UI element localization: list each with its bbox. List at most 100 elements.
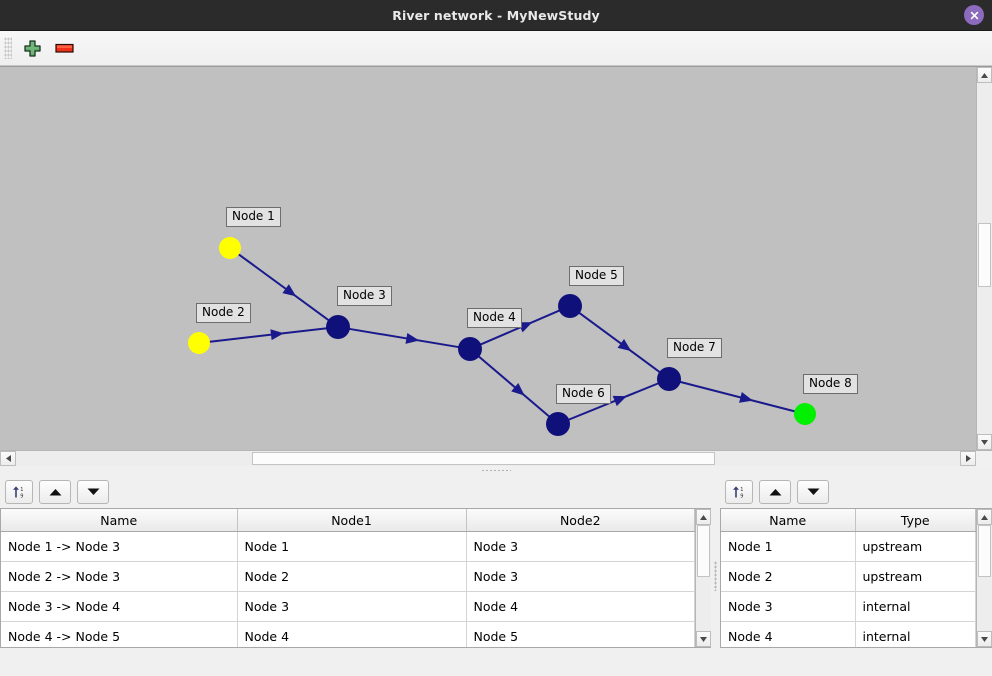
reaches-scroll-up-arrow-icon[interactable] [696, 509, 711, 525]
reaches-col-name[interactable]: Name [1, 509, 238, 532]
table-cell[interactable]: Node 3 [466, 531, 695, 562]
canvas-vscroll-track[interactable] [977, 83, 992, 434]
nodes-sort-button[interactable]: 1 9 [725, 479, 753, 504]
reaches-move-up-button[interactable] [39, 479, 71, 504]
graph-node-label-n7[interactable]: Node 7 [667, 338, 722, 358]
table-cell[interactable]: Node 4 [237, 621, 467, 647]
table-cell[interactable]: Node 2 [721, 561, 856, 592]
nodes-col-type[interactable]: Type [855, 509, 976, 532]
table-cell[interactable]: Node 2 -> Node 3 [1, 561, 238, 592]
table-cell[interactable]: Node 4 [721, 621, 856, 647]
table-cell[interactable]: Node 1 -> Node 3 [1, 531, 238, 562]
river-network-graph[interactable]: Node 1 Node 2 Node 3 Node 4 Node 5 Node 6 Node… [0, 67, 976, 450]
canvas-vscroll-thumb[interactable] [978, 223, 991, 287]
horizontal-splitter[interactable] [0, 466, 992, 475]
close-icon[interactable] [964, 5, 984, 25]
graph-node-label-n8[interactable]: Node 8 [803, 374, 858, 394]
scroll-right-arrow-icon[interactable] [960, 451, 976, 466]
graph-edge-arrow-icon [739, 392, 754, 403]
graph-edge[interactable] [567, 382, 660, 421]
reaches-scroll-down-arrow-icon[interactable] [696, 631, 711, 647]
svg-text:1: 1 [740, 487, 743, 493]
toolbar-drag-handle[interactable] [4, 37, 12, 59]
graph-node-label-n1[interactable]: Node 1 [226, 207, 281, 227]
canvas-vertical-scrollbar[interactable] [976, 67, 992, 450]
table-cell[interactable]: upstream [855, 531, 976, 562]
canvas-hscroll-thumb[interactable] [252, 452, 715, 465]
vertical-splitter[interactable] [711, 475, 720, 676]
table-cell[interactable]: Node 3 -> Node 4 [1, 591, 238, 622]
nodes-move-up-button[interactable] [759, 479, 791, 504]
graph-node-n8[interactable] [794, 403, 816, 425]
nodes-vertical-scrollbar[interactable] [976, 509, 992, 647]
reaches-sort-button[interactable]: 1 9 [5, 479, 33, 504]
add-node-button[interactable] [16, 33, 48, 63]
graph-node-n4[interactable] [458, 337, 482, 361]
graph-edge[interactable] [679, 380, 796, 413]
reaches-col-node2[interactable]: Node2 [466, 509, 695, 532]
scroll-down-arrow-icon[interactable] [977, 434, 992, 450]
nodes-move-down-button[interactable] [797, 479, 829, 504]
nodes-vscroll-track[interactable] [977, 525, 992, 631]
table-cell[interactable]: Node 1 [237, 531, 467, 562]
arrow-up-icon [769, 488, 781, 495]
canvas-hscroll-track[interactable] [16, 451, 960, 466]
table-cell[interactable]: upstream [855, 561, 976, 592]
remove-node-button[interactable] [48, 33, 80, 63]
graph-edge[interactable] [237, 253, 330, 322]
reaches-col-node1[interactable]: Node1 [237, 509, 467, 532]
table-cell[interactable]: Node 4 -> Node 5 [1, 621, 238, 647]
scroll-up-arrow-icon[interactable] [977, 67, 992, 83]
graph-node-n5[interactable] [558, 294, 582, 318]
table-cell[interactable]: Node 3 [237, 591, 467, 622]
reaches-move-down-button[interactable] [77, 479, 109, 504]
graph-node-n2[interactable] [188, 332, 210, 354]
graph-edge[interactable] [477, 355, 551, 418]
graph-node-label-n2[interactable]: Node 2 [196, 303, 251, 323]
graph-node-label-n4[interactable]: Node 4 [467, 308, 522, 328]
table-cell[interactable]: Node 2 [237, 561, 467, 592]
table-cell[interactable]: internal [855, 621, 976, 647]
graph-edge[interactable] [348, 327, 460, 349]
table-cell[interactable]: Node 3 [721, 591, 856, 622]
graph-node-n6[interactable] [546, 412, 570, 436]
reaches-vertical-scrollbar[interactable] [695, 509, 711, 647]
canvas-horizontal-scrollbar[interactable] [0, 450, 992, 466]
main-toolbar [0, 31, 992, 66]
table-cell[interactable]: Node 1 [721, 531, 856, 562]
nodes-scroll-up-arrow-icon[interactable] [977, 509, 992, 525]
graph-node-n1[interactable] [219, 237, 241, 259]
nodes-table-header-row: Name Type [721, 509, 976, 532]
table-cell[interactable]: Node 4 [466, 591, 695, 622]
graph-node-n7[interactable] [657, 367, 681, 391]
graph-node-label-n6[interactable]: Node 6 [556, 384, 611, 404]
reaches-vscroll-thumb[interactable] [697, 525, 710, 577]
table-cell[interactable]: Node 3 [466, 561, 695, 592]
scroll-left-arrow-icon[interactable] [0, 451, 16, 466]
nodes-col-name[interactable]: Name [721, 509, 856, 532]
graph-node-label-n5[interactable]: Node 5 [569, 266, 624, 286]
table-cell[interactable]: Node 5 [466, 621, 695, 647]
graph-edge[interactable] [208, 327, 328, 343]
graph-node-n3[interactable] [326, 315, 350, 339]
graph-node-label-n3[interactable]: Node 3 [337, 286, 392, 306]
sort-ascending-icon: 1 9 [733, 485, 743, 499]
reaches-vscroll-track[interactable] [696, 525, 711, 631]
nodes-vscroll-thumb[interactable] [978, 525, 991, 577]
graph-edge[interactable] [578, 311, 661, 374]
table-cell[interactable]: internal [855, 591, 976, 622]
nodes-scroll-down-arrow-icon[interactable] [977, 631, 992, 647]
